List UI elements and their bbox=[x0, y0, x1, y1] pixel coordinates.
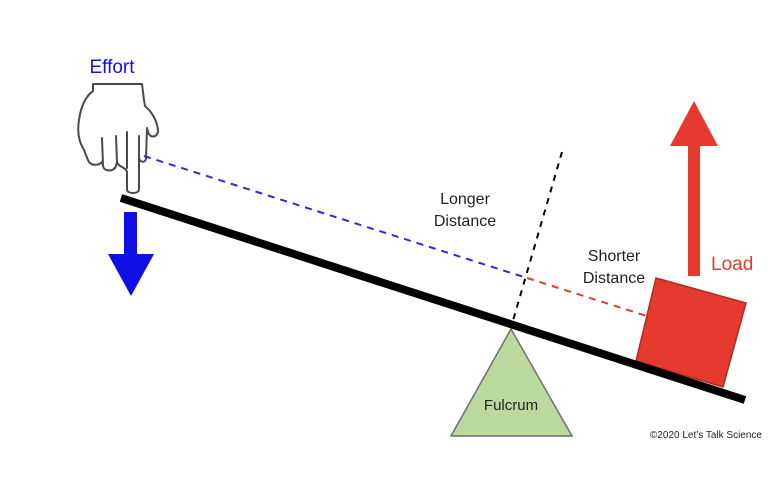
fulcrum-label: Fulcrum bbox=[484, 397, 538, 414]
fulcrum-triangle bbox=[449, 327, 574, 437]
load-box bbox=[635, 277, 747, 388]
lever-bar bbox=[119, 194, 747, 404]
load-label: Load bbox=[711, 254, 753, 275]
arrow-down-icon bbox=[108, 212, 154, 296]
effort-label: Effort bbox=[89, 57, 135, 78]
pointing-hand-icon bbox=[77, 83, 159, 194]
shorter-distance-label-line1: Shorter bbox=[588, 248, 641, 265]
shorter-distance-label-line2: Distance bbox=[583, 270, 645, 287]
load-distance-line bbox=[526, 277, 654, 319]
copyright-text: ©2020 Let’s Talk Science bbox=[650, 430, 763, 441]
arrow-up-icon bbox=[670, 101, 718, 276]
effort-distance-line bbox=[143, 155, 528, 279]
longer-distance-label-line1: Longer bbox=[440, 191, 490, 208]
longer-distance-label-line2: Distance bbox=[434, 213, 496, 230]
fulcrum-perpendicular-line bbox=[511, 151, 563, 325]
